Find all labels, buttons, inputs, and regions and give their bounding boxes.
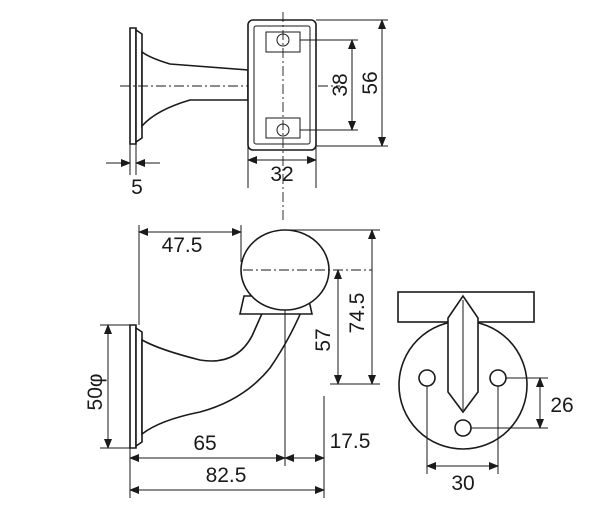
dim-17-5: 17.5 xyxy=(330,430,371,453)
side-view xyxy=(129,229,372,449)
dim-32: 32 xyxy=(270,163,293,186)
side-view-dimensions: 47.5 74.5 57 50φ 65 17.5 82.5 xyxy=(84,225,380,498)
side-view-arm xyxy=(141,299,308,436)
dim-38: 38 xyxy=(329,73,352,96)
front-view xyxy=(397,291,535,450)
bottom-slot xyxy=(265,117,301,139)
top-view-dimensions: 38 56 32 5 xyxy=(106,19,388,199)
dim-57: 57 xyxy=(312,328,335,351)
hole-left xyxy=(418,369,436,387)
dim-30: 30 xyxy=(451,472,474,495)
dim-82-5: 82.5 xyxy=(206,464,247,487)
dim-5: 5 xyxy=(131,176,143,199)
hole-bottom xyxy=(454,419,472,437)
top-view-arm xyxy=(141,50,249,129)
dim-26: 26 xyxy=(550,394,573,417)
hole-right xyxy=(489,369,507,387)
top-slot xyxy=(265,31,301,53)
side-view-plate xyxy=(129,324,137,449)
dim-74-5: 74.5 xyxy=(346,293,369,334)
dim-65: 65 xyxy=(193,432,216,455)
dim-47-5: 47.5 xyxy=(162,234,203,257)
dim-50-phi: 50φ xyxy=(84,374,107,411)
top-view xyxy=(120,12,340,220)
front-view-dimensions: 26 30 xyxy=(426,377,574,495)
dim-56: 56 xyxy=(359,71,382,94)
